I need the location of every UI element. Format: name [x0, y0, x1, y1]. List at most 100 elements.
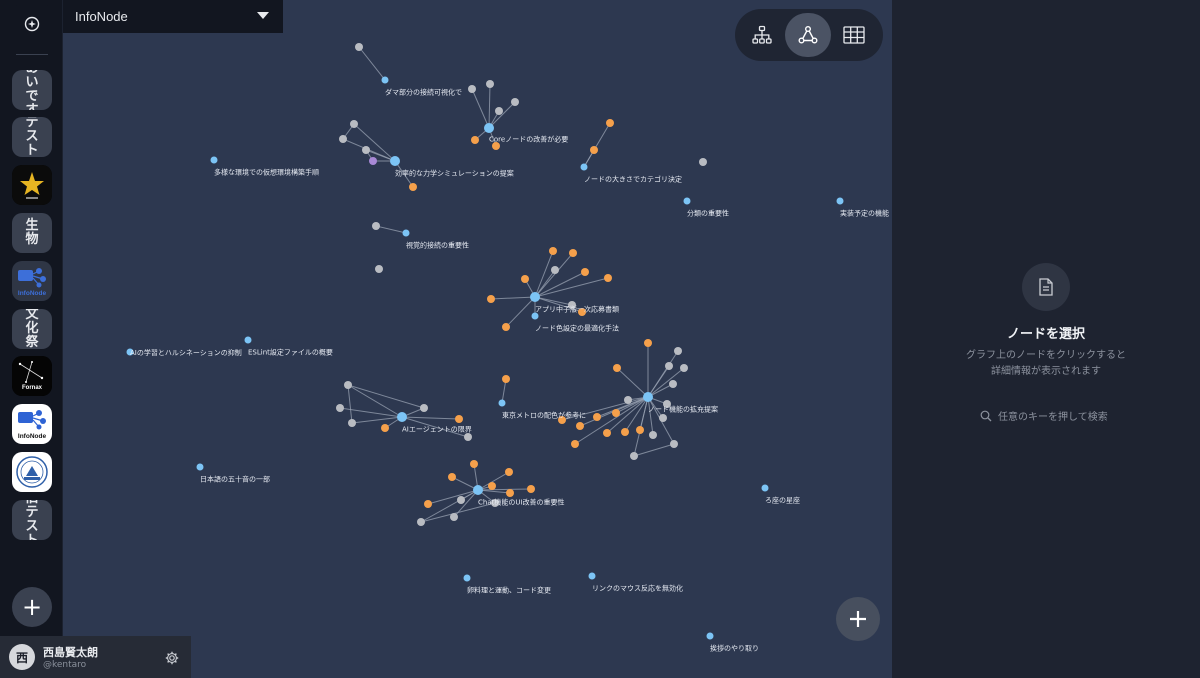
graph-node[interactable]	[344, 381, 352, 389]
workspace-item-starlogo[interactable]	[12, 165, 52, 205]
graph-node[interactable]	[336, 404, 344, 412]
graph-node[interactable]	[455, 415, 463, 423]
graph-node[interactable]	[593, 413, 601, 421]
graph-node[interactable]	[665, 362, 673, 370]
graph-node-primary[interactable]	[761, 484, 769, 492]
workspace-item-test[interactable]: テスト	[12, 117, 52, 157]
graph-node-primary[interactable]	[498, 399, 506, 407]
graph-node[interactable]	[502, 375, 510, 383]
graph-node-primary[interactable]	[210, 156, 218, 164]
workspace-item-bunkasai[interactable]: 文化祭	[12, 309, 52, 349]
workspace-item-fornax[interactable]: Fornax	[12, 356, 52, 396]
graph-node[interactable]	[590, 146, 598, 154]
graph-node[interactable]	[355, 43, 363, 51]
graph-node[interactable]	[362, 146, 370, 154]
graph-node-primary[interactable]	[683, 197, 691, 205]
graph-node[interactable]	[369, 157, 377, 165]
graph-node-primary[interactable]	[580, 163, 588, 171]
graph-node[interactable]	[569, 249, 577, 257]
graph-canvas[interactable]	[63, 0, 892, 678]
graph-node[interactable]	[603, 429, 611, 437]
graph-node[interactable]	[670, 440, 678, 448]
graph-node[interactable]	[502, 323, 510, 331]
workspace-item-emblem[interactable]	[12, 452, 52, 492]
graph-node[interactable]	[486, 80, 494, 88]
graph-node[interactable]	[558, 416, 566, 424]
graph-node[interactable]	[669, 380, 677, 388]
search-hint[interactable]: 任意のキーを押して検索	[980, 408, 1108, 423]
graph-node[interactable]	[604, 274, 612, 282]
graph-node-primary[interactable]	[643, 392, 653, 402]
table-view-button[interactable]	[831, 13, 877, 57]
graph-node[interactable]	[492, 142, 500, 150]
graph-node-primary[interactable]	[588, 572, 596, 580]
graph-node[interactable]	[468, 85, 476, 93]
graph-node[interactable]	[576, 422, 584, 430]
graph-node[interactable]	[381, 424, 389, 432]
graph-node[interactable]	[450, 513, 458, 521]
graph-node[interactable]	[511, 98, 519, 106]
graph-selector-dropdown[interactable]: InfoNode	[63, 0, 283, 33]
graph-node[interactable]	[613, 364, 621, 372]
graph-node[interactable]	[659, 414, 667, 422]
graph-node[interactable]	[636, 426, 644, 434]
graph-node[interactable]	[409, 183, 417, 191]
user-profile[interactable]: 西 西島賢太朗 @kentaro	[0, 636, 191, 678]
graph-node[interactable]	[420, 404, 428, 412]
workspace-item-seibutsu[interactable]: 生物	[12, 213, 52, 253]
graph-view-button[interactable]	[785, 13, 831, 57]
graph-node[interactable]	[612, 409, 620, 417]
home-button[interactable]	[12, 4, 52, 44]
graph-node-primary[interactable]	[126, 348, 134, 356]
graph-node-primary[interactable]	[381, 76, 389, 84]
graph-node-primary[interactable]	[836, 197, 844, 205]
workspace-item-oldtest[interactable]: 旧テスト	[12, 500, 52, 540]
graph-node[interactable]	[348, 419, 356, 427]
graph-node-primary[interactable]	[706, 632, 714, 640]
graph-node[interactable]	[487, 295, 495, 303]
workspace-item-infonode-dark[interactable]: InfoNode	[12, 261, 52, 301]
graph-node[interactable]	[578, 308, 586, 316]
graph-node[interactable]	[448, 473, 456, 481]
graph-node[interactable]	[571, 440, 579, 448]
graph-node[interactable]	[457, 496, 465, 504]
graph-node[interactable]	[491, 499, 499, 507]
tree-view-button[interactable]	[739, 13, 785, 57]
graph-node[interactable]	[375, 265, 383, 273]
graph-node[interactable]	[624, 396, 632, 404]
graph-node[interactable]	[551, 266, 559, 274]
graph-node[interactable]	[495, 107, 503, 115]
graph-node[interactable]	[606, 119, 614, 127]
graph-node[interactable]	[663, 400, 671, 408]
graph-node[interactable]	[417, 518, 425, 526]
graph-node[interactable]	[372, 222, 380, 230]
graph-node-primary[interactable]	[397, 412, 407, 422]
add-node-button[interactable]	[836, 597, 880, 641]
graph-node[interactable]	[464, 433, 472, 441]
settings-button[interactable]	[165, 650, 179, 669]
graph-node[interactable]	[649, 431, 657, 439]
graph-node[interactable]	[488, 482, 496, 490]
graph-node[interactable]	[339, 135, 347, 143]
graph-node-primary[interactable]	[402, 229, 410, 237]
graph-node-primary[interactable]	[390, 156, 400, 166]
graph-node-primary[interactable]	[463, 574, 471, 582]
graph-node[interactable]	[621, 428, 629, 436]
graph-node[interactable]	[549, 247, 557, 255]
graph-node[interactable]	[424, 500, 432, 508]
graph-node[interactable]	[680, 364, 688, 372]
graph-node[interactable]	[581, 268, 589, 276]
graph-node[interactable]	[699, 158, 707, 166]
graph-node-primary[interactable]	[530, 292, 540, 302]
node-graph[interactable]: ダマ部分の接続可視化でCoreノードの改善が必要多様な環境での仮想環境構築手順効…	[0, 0, 892, 678]
graph-node[interactable]	[350, 120, 358, 128]
graph-node-primary[interactable]	[531, 312, 539, 320]
graph-node[interactable]	[470, 460, 478, 468]
graph-node-primary[interactable]	[473, 485, 483, 495]
graph-node-primary[interactable]	[484, 123, 494, 133]
graph-node[interactable]	[521, 275, 529, 283]
workspace-item-infonode-light[interactable]: InfoNode	[12, 404, 52, 444]
graph-node[interactable]	[568, 301, 576, 309]
graph-node[interactable]	[471, 136, 479, 144]
graph-node[interactable]	[506, 489, 514, 497]
